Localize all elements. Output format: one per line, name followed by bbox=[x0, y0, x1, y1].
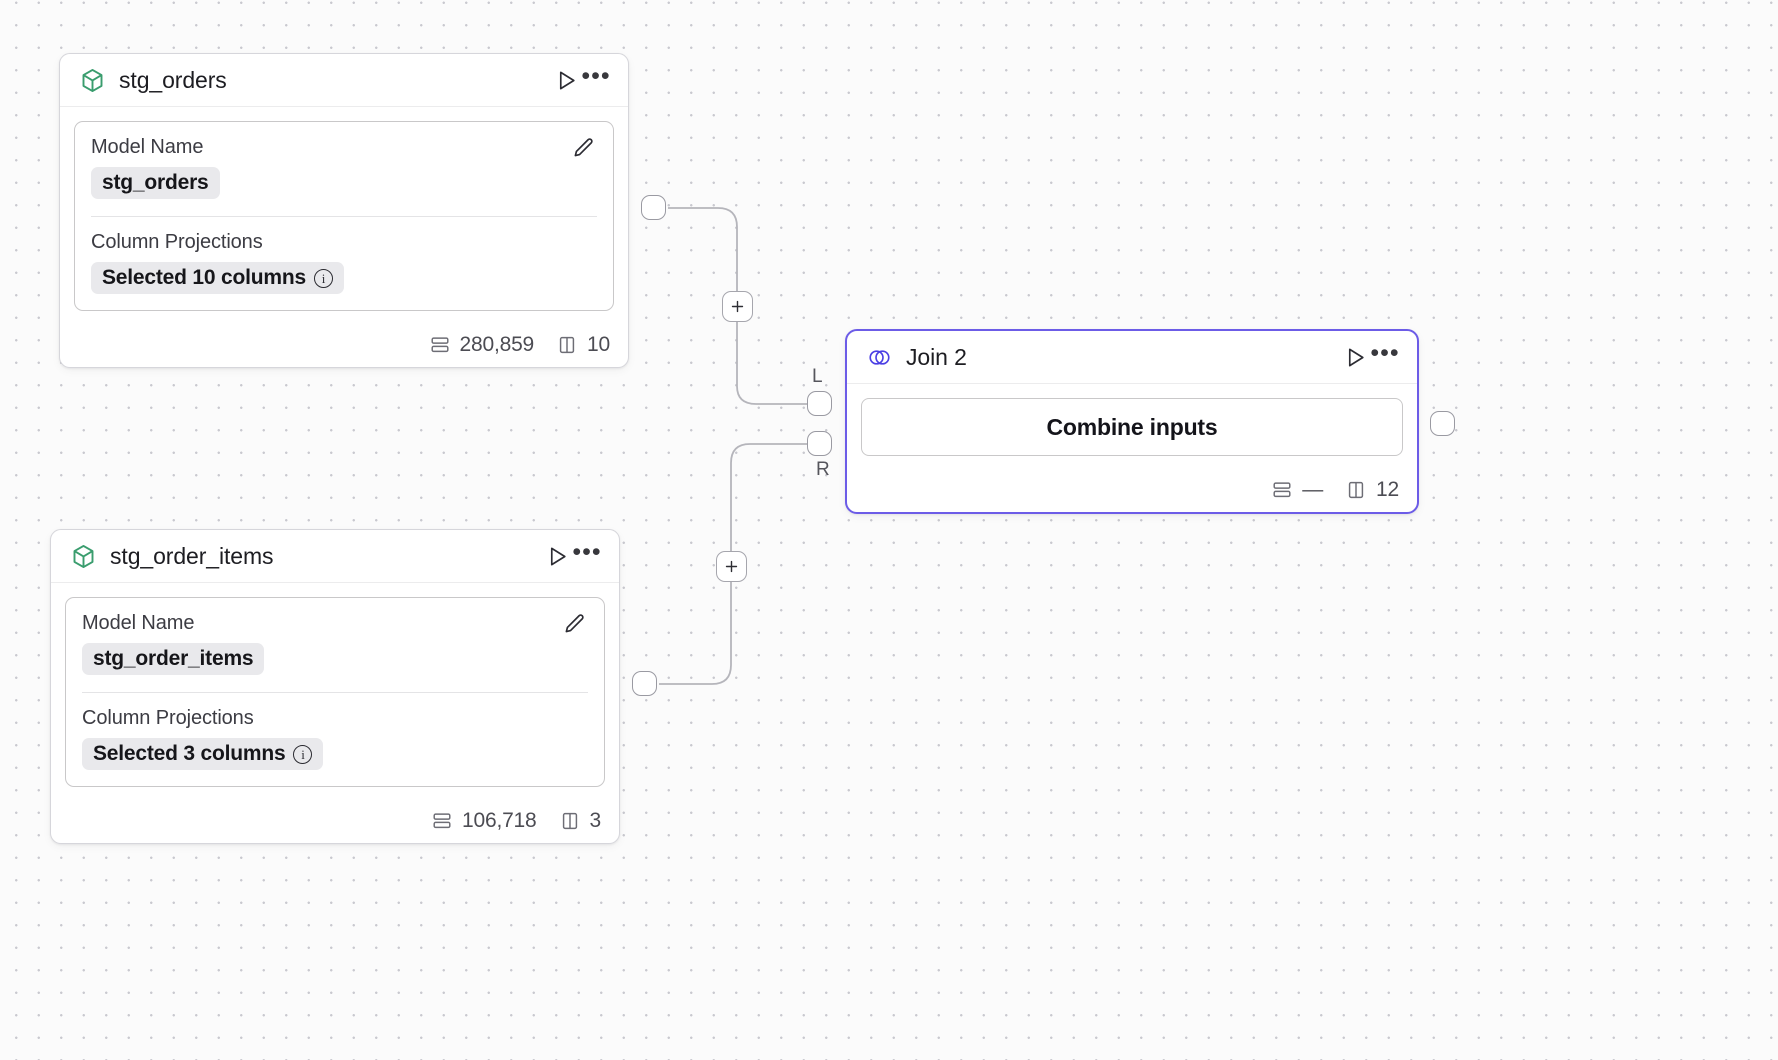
node-body: Model Name stg_order_items Column Projec… bbox=[51, 583, 619, 799]
info-icon[interactable]: i bbox=[313, 268, 333, 288]
column-projections-chip[interactable]: Selected 10 columns i bbox=[91, 262, 344, 294]
row-count-value: 106,718 bbox=[462, 809, 537, 832]
columns-icon bbox=[1348, 481, 1364, 499]
columns-icon bbox=[562, 812, 577, 830]
model-name-chip[interactable]: stg_orders bbox=[91, 167, 220, 199]
field-divider bbox=[82, 692, 588, 693]
venn-icon bbox=[866, 344, 893, 371]
output-port-stg-order-items[interactable] bbox=[632, 671, 657, 696]
port-label-right: R bbox=[816, 459, 830, 480]
row-count-stat: 106,718 bbox=[431, 809, 537, 833]
row-count-stat: 280,859 bbox=[429, 333, 535, 357]
column-count-stat: 12 bbox=[1345, 478, 1399, 502]
model-name-label: Model Name bbox=[82, 612, 195, 634]
column-count-stat: 3 bbox=[559, 809, 601, 833]
node-header: Join 2 ••• bbox=[847, 331, 1417, 384]
node-body: Model Name stg_orders Column Projections… bbox=[60, 107, 628, 323]
run-icon[interactable] bbox=[1340, 342, 1370, 372]
info-icon[interactable]: i bbox=[293, 744, 313, 764]
row-count-stat: — bbox=[1271, 478, 1323, 502]
plus-icon bbox=[731, 300, 744, 313]
model-name-field: Model Name stg_order_items bbox=[82, 612, 588, 675]
node-footer: 280,859 10 bbox=[60, 323, 628, 367]
node-footer: — 12 bbox=[847, 468, 1417, 512]
node-stg-order-items[interactable]: stg_order_items ••• Model Name stg_order… bbox=[50, 529, 620, 844]
row-count-value: — bbox=[1302, 478, 1324, 501]
node-header: stg_order_items ••• bbox=[51, 530, 619, 583]
column-count-value: 12 bbox=[1376, 478, 1399, 501]
column-projections-value: Selected 3 columns bbox=[93, 742, 286, 765]
node-title: Join 2 bbox=[906, 343, 967, 370]
rows-icon bbox=[430, 337, 449, 353]
field-divider bbox=[91, 216, 597, 217]
column-projections-field: Column Projections Selected 10 columns i bbox=[91, 231, 597, 294]
add-node-on-edge-top-button[interactable] bbox=[722, 291, 753, 322]
output-port-stg-orders[interactable] bbox=[641, 195, 666, 220]
node-stg-orders[interactable]: stg_orders ••• Model Name stg_orders bbox=[59, 53, 629, 368]
column-projections-chip[interactable]: Selected 3 columns i bbox=[82, 738, 324, 770]
more-options-icon[interactable]: ••• bbox=[572, 537, 602, 566]
more-options-icon[interactable]: ••• bbox=[581, 61, 611, 90]
config-card: Model Name stg_order_items Column Projec… bbox=[65, 597, 605, 787]
run-icon[interactable] bbox=[551, 65, 581, 95]
port-label-left: L bbox=[812, 366, 823, 387]
rows-icon bbox=[433, 813, 451, 829]
cube-icon bbox=[70, 543, 97, 570]
node-title: stg_orders bbox=[119, 66, 227, 93]
columns-icon bbox=[559, 336, 575, 354]
run-icon[interactable] bbox=[542, 541, 572, 571]
model-name-field: Model Name stg_orders bbox=[91, 136, 597, 199]
column-count-value: 3 bbox=[589, 809, 602, 832]
output-port-join-2[interactable] bbox=[1430, 411, 1455, 436]
add-node-on-edge-bottom-button[interactable] bbox=[716, 551, 747, 582]
input-port-left[interactable] bbox=[807, 391, 832, 416]
plus-icon bbox=[725, 560, 738, 573]
node-footer: 106,718 3 bbox=[51, 799, 619, 843]
node-header: stg_orders ••• bbox=[60, 54, 628, 107]
combine-inputs-button[interactable]: Combine inputs bbox=[861, 398, 1403, 456]
edit-pencil-icon[interactable] bbox=[569, 134, 597, 162]
row-count-value: 280,859 bbox=[459, 333, 535, 356]
edit-pencil-icon[interactable] bbox=[560, 610, 588, 638]
column-projections-value: Selected 10 columns bbox=[102, 266, 306, 289]
input-port-right[interactable] bbox=[807, 431, 832, 456]
column-projections-label: Column Projections bbox=[82, 707, 254, 729]
model-name-chip[interactable]: stg_order_items bbox=[82, 643, 265, 675]
model-name-label: Model Name bbox=[91, 136, 204, 158]
column-count-stat: 10 bbox=[556, 333, 610, 357]
config-card: Model Name stg_orders Column Projections… bbox=[74, 121, 614, 311]
column-projections-field: Column Projections Selected 3 columns i bbox=[82, 707, 588, 770]
rows-icon bbox=[1273, 482, 1291, 498]
node-body: Combine inputs bbox=[847, 384, 1417, 468]
node-join-2[interactable]: Join 2 ••• Combine inputs — bbox=[845, 329, 1419, 514]
node-title: stg_order_items bbox=[110, 542, 274, 569]
cube-icon bbox=[79, 67, 106, 94]
column-projections-label: Column Projections bbox=[91, 231, 263, 253]
more-options-icon[interactable]: ••• bbox=[1370, 338, 1400, 367]
column-count-value: 10 bbox=[587, 333, 610, 356]
